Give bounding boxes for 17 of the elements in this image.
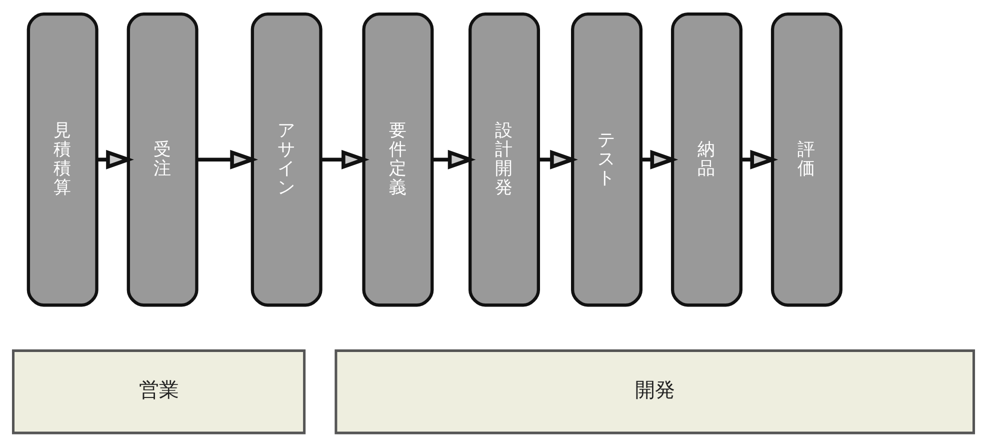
node-box: 納品 bbox=[670, 12, 742, 307]
node-box: 営業 bbox=[12, 349, 306, 434]
arrow bbox=[538, 150, 578, 170]
node-box: テスト bbox=[571, 12, 643, 307]
node-box: 設計開発 bbox=[468, 12, 540, 307]
arrow bbox=[432, 150, 476, 170]
arrow bbox=[741, 150, 778, 170]
node-box: 要件定義 bbox=[362, 12, 434, 307]
arrow bbox=[196, 150, 258, 170]
arrow bbox=[641, 150, 678, 170]
node-box: 受注 bbox=[126, 12, 198, 307]
node-box: 評価 bbox=[770, 12, 842, 307]
arrow bbox=[96, 150, 134, 170]
arrow bbox=[320, 150, 370, 170]
node-box: 開発 bbox=[334, 349, 976, 434]
node-box: アサイン bbox=[250, 12, 322, 307]
node-box: 見積積算 bbox=[26, 12, 98, 307]
